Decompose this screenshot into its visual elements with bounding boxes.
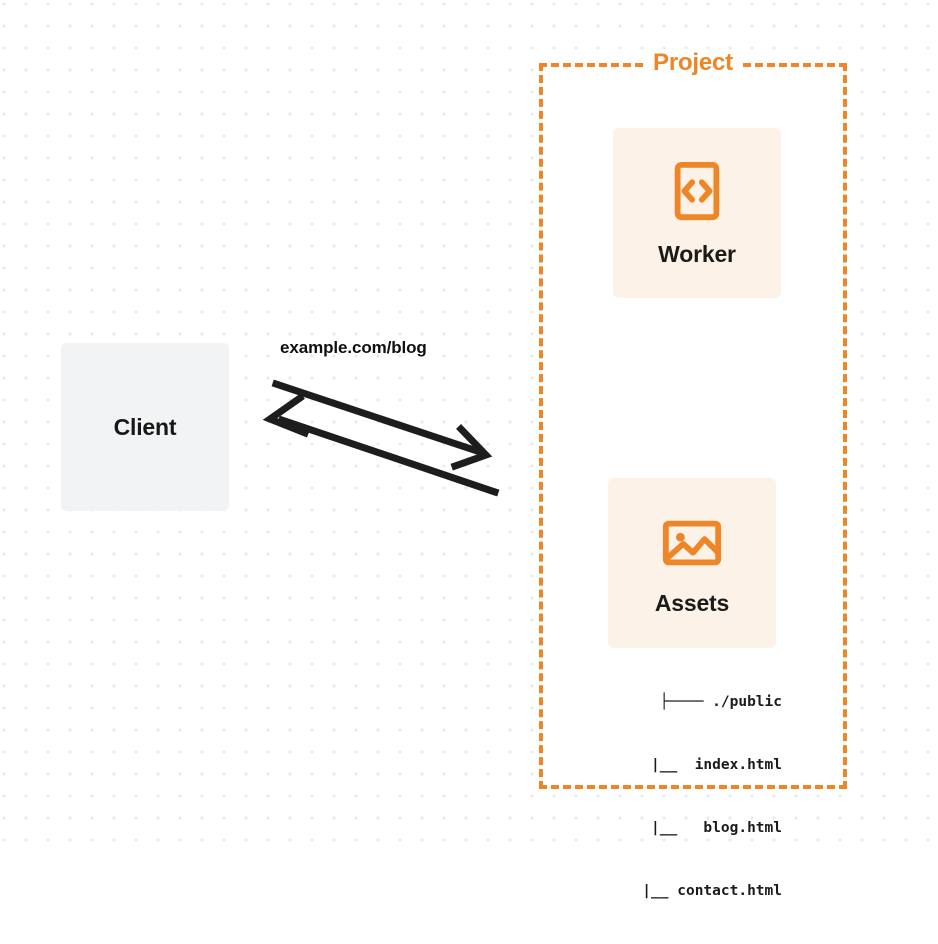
node-assets-label: Assets — [654, 589, 730, 616]
node-worker[interactable]: Worker — [613, 128, 781, 298]
group-project-title-text: Project — [647, 49, 739, 77]
arrow-response — [262, 393, 500, 497]
file-tree-row: |__ blog.html — [616, 820, 782, 836]
file-tree-row: |__ contact.html — [607, 883, 782, 899]
arrow-request — [271, 379, 493, 471]
file-tree-row: ├──── ./public — [659, 694, 782, 710]
code-brackets-icon — [664, 159, 730, 225]
asset-file-tree: ├──── ./public |__ index.html |__ blog.h… — [588, 650, 782, 944]
diagram-canvas: Client example.com/blog Project Worker — [0, 0, 938, 899]
node-worker-label: Worker — [658, 240, 736, 267]
group-project-title: Project — [539, 49, 847, 77]
node-assets[interactable]: Assets — [608, 478, 776, 648]
file-tree-row: |__ index.html — [616, 757, 782, 773]
node-client-label: Client — [113, 413, 177, 440]
image-picture-icon — [659, 510, 725, 576]
connection-label: example.com/blog — [280, 338, 427, 357]
node-client[interactable]: Client — [61, 343, 229, 511]
